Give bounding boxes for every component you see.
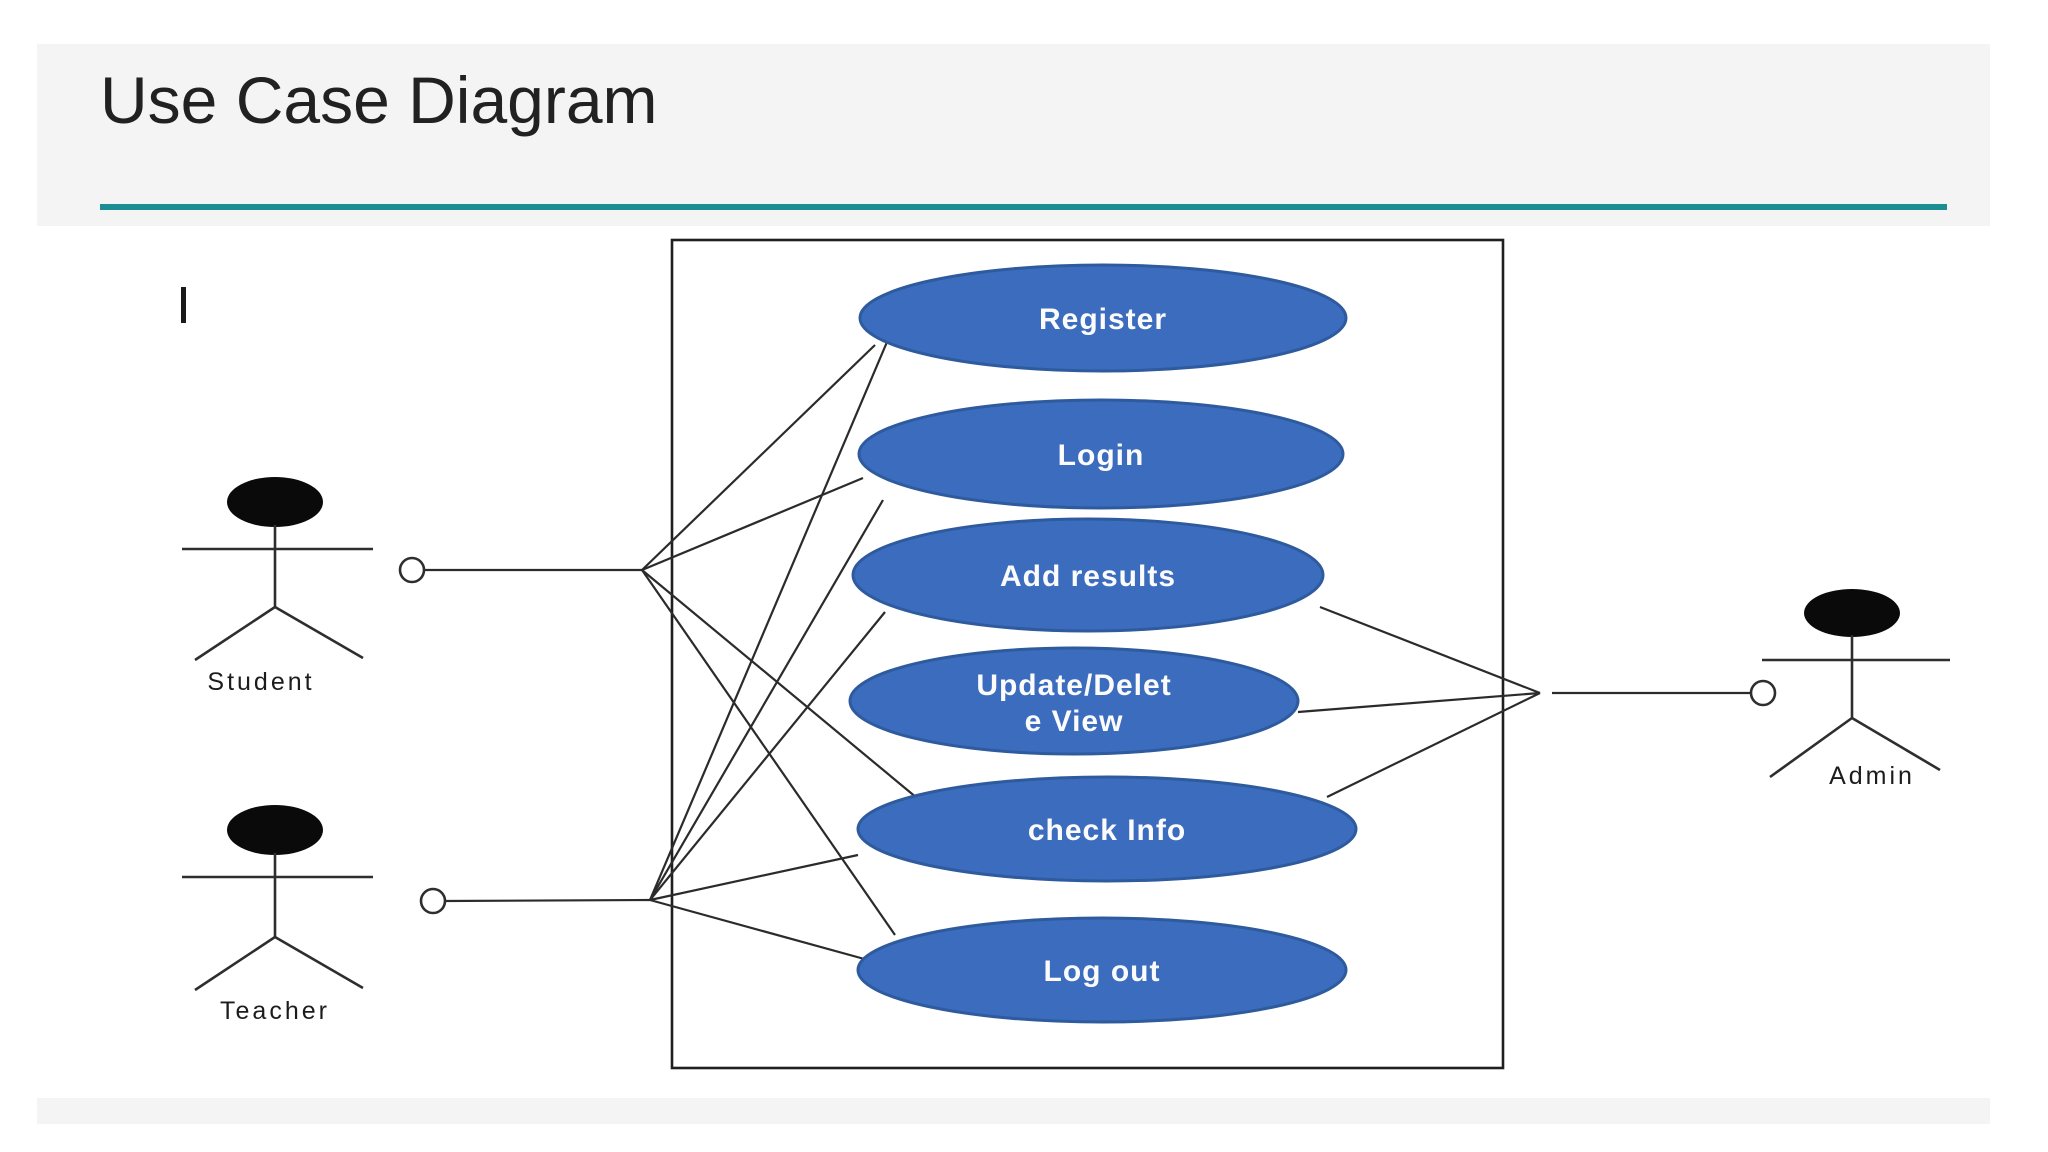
- use-case-register: Register: [858, 263, 1348, 373]
- actor-admin: Admin: [1749, 589, 1950, 790]
- log-out-ellipse: [856, 916, 1348, 1024]
- title-accent-rule: [100, 204, 1947, 210]
- update-delete-view-label-line2: e View: [1025, 705, 1124, 738]
- student-label: Student: [207, 668, 314, 696]
- use-case-check-info: check Info: [856, 775, 1358, 883]
- page-title: Use Case Diagram: [100, 63, 658, 137]
- check-info-ellipse: [856, 775, 1358, 883]
- teacher-label: Teacher: [220, 997, 330, 1025]
- log-out-label: Log out: [1044, 955, 1161, 988]
- register-label: Register: [1039, 303, 1167, 336]
- use-case-add-results: Add results: [851, 517, 1325, 633]
- actor-student: Student: [182, 477, 426, 696]
- student-head-icon: [227, 477, 323, 527]
- stray-text-cursor-mark: [181, 287, 186, 323]
- login-label: Login: [1058, 439, 1145, 472]
- add-results-label: Add results: [1000, 560, 1176, 593]
- teacher-association-lines: [444, 341, 889, 962]
- student-association-lines: [424, 344, 918, 936]
- slide-footer-band: [37, 1098, 1990, 1124]
- login-ellipse: [857, 398, 1345, 510]
- student-connector-circle: [398, 556, 426, 584]
- teacher-connector-circle: [419, 887, 447, 915]
- admin-label: Admin: [1829, 762, 1915, 790]
- admin-association-lines: [1297, 605, 1751, 798]
- slide-header-panel: [37, 44, 1990, 226]
- admin-head-icon: [1804, 589, 1900, 637]
- use-case-log-out: Log out: [856, 916, 1348, 1024]
- teacher-head-icon: [227, 805, 323, 855]
- register-ellipse: [858, 263, 1348, 373]
- admin-connector-circle: [1749, 679, 1777, 707]
- use-case-update-delete-view: Update/Delet e View: [848, 646, 1300, 756]
- add-results-ellipse: [851, 517, 1325, 633]
- use-case-login: Login: [857, 398, 1345, 510]
- actor-teacher: Teacher: [182, 805, 447, 1025]
- update-delete-view-label-line1: Update/Delet: [976, 669, 1171, 702]
- check-info-label: check Info: [1028, 814, 1186, 847]
- update-delete-view-ellipse: [848, 646, 1300, 756]
